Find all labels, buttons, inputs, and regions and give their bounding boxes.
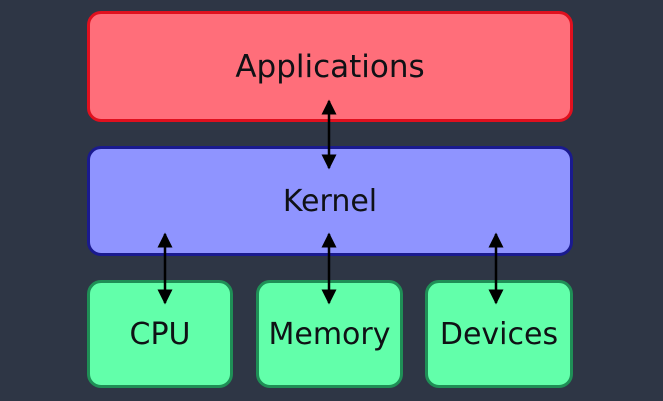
memory-label: Memory [268, 316, 391, 352]
devices-box: Devices [425, 280, 573, 388]
applications-label: Applications [235, 48, 425, 85]
memory-box: Memory [256, 280, 403, 388]
kernel-label: Kernel [282, 183, 378, 219]
kernel-layer-box: Kernel [87, 146, 573, 256]
devices-label: Devices [439, 316, 559, 352]
applications-layer-box: Applications [87, 11, 573, 122]
cpu-label: CPU [129, 316, 191, 352]
cpu-box: CPU [87, 280, 233, 388]
